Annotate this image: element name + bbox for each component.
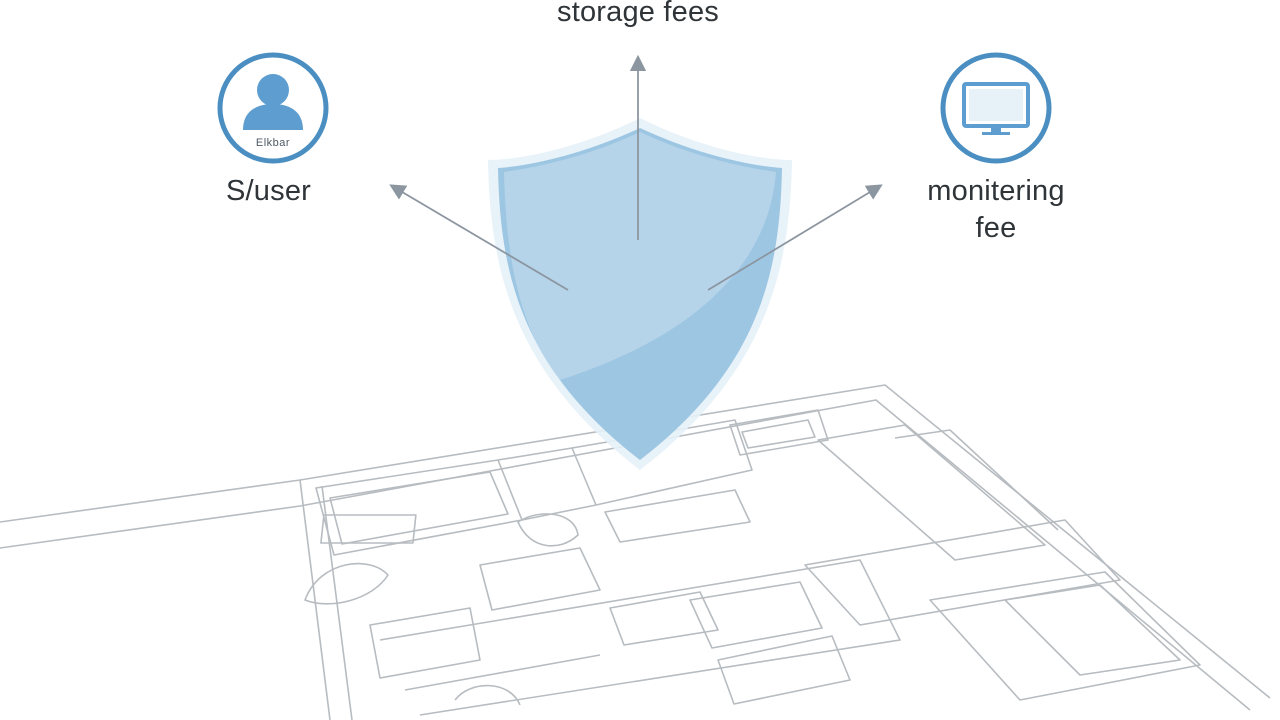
door-arc-left-2 — [517, 513, 579, 547]
arrow-to-monitoring — [707, 184, 883, 291]
room-center-long-wall — [379, 559, 901, 716]
room-left-upper-inner — [329, 471, 509, 545]
room-center-block — [604, 489, 751, 543]
room-right-top-inner — [741, 419, 816, 449]
floor-plan-outer-wall — [0, 384, 1271, 699]
storage-fees-label: storage fees — [557, 0, 719, 28]
monitor-icon — [962, 82, 1030, 135]
shield-icon — [488, 118, 792, 470]
monitor-badge — [940, 52, 1052, 164]
user-badge-caption: Elkbar — [256, 137, 290, 149]
monitoring-fee-label-line1: monitering — [927, 175, 1065, 207]
arrow-to-user — [389, 184, 569, 291]
room-right-bottom — [929, 571, 1201, 701]
shield-highlight — [504, 132, 776, 380]
room-right-top — [729, 409, 829, 456]
room-center-box-2 — [717, 635, 851, 705]
room-center-wall-2 — [404, 654, 601, 691]
monitoring-fee-label: monitering fee — [906, 173, 1086, 247]
floor-plan-left-wall — [299, 479, 331, 720]
room-right-mid-2 — [894, 429, 1059, 531]
per-user-label: S/user — [226, 175, 312, 207]
room-center-top — [497, 447, 597, 521]
arrows — [389, 54, 883, 291]
room-center-lower — [479, 547, 601, 611]
room-right-bottom-inner — [1004, 584, 1181, 676]
room-right-lower — [804, 519, 1121, 626]
room-left-fixture — [320, 514, 417, 544]
user-icon — [243, 74, 303, 130]
room-bottom-left — [369, 607, 481, 679]
user-badge: Elkbar — [217, 52, 329, 164]
floor-plan-outer-wall-inner — [0, 399, 1251, 711]
monitoring-fee-label-line2: fee — [975, 212, 1017, 244]
room-center-box — [689, 581, 823, 649]
door-arc-left — [304, 562, 389, 605]
room-right-mid — [817, 424, 1046, 561]
door-arc-bottom — [454, 684, 521, 706]
floor-plan-drawing — [0, 384, 1271, 720]
room-center-lower-2 — [609, 591, 719, 646]
